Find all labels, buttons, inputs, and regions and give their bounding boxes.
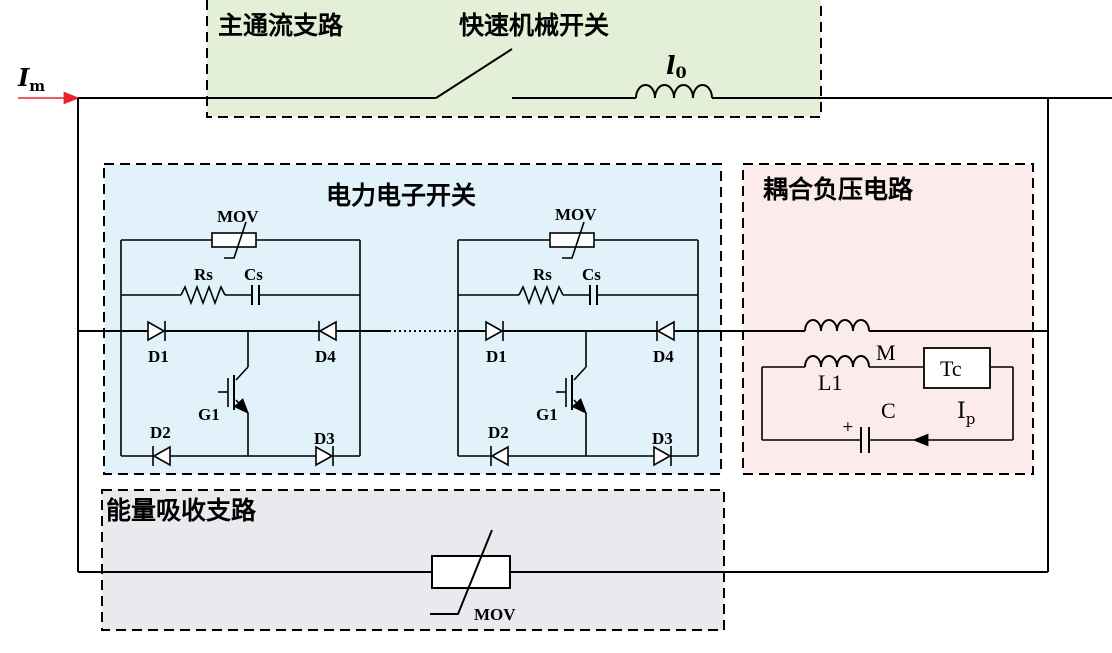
coupling-secondary: [761, 347, 1014, 453]
cell1-mov: [211, 232, 257, 248]
cell1-rs: [180, 284, 226, 306]
cell2-d3-label: D3: [652, 429, 673, 448]
absorb-branch-box: [101, 489, 725, 631]
cell1-d3-label: D3: [314, 429, 335, 448]
cell2-d2-label: D2: [488, 423, 509, 442]
cell1-d1-label: D1: [148, 347, 169, 366]
cell1-mov-label: MOV: [217, 207, 259, 226]
cell2-cs-label: Cs: [582, 265, 601, 284]
inductor-l0-label: l0: [666, 51, 687, 82]
cell1-g1-label: G1: [198, 405, 220, 424]
tc-switch: [923, 347, 991, 389]
inductor-l0: [635, 84, 713, 99]
input-current-label: Im: [17, 63, 45, 95]
coupling-secondary-coil: [804, 355, 870, 368]
power-switch-label: 电力电子开关: [326, 181, 476, 210]
coupling-primary-coil: [804, 319, 870, 332]
main-branch-label: 主通流支路: [218, 11, 344, 40]
fast-switch-blade: [435, 48, 513, 99]
capacitor-plus-label: +: [842, 419, 854, 435]
switch-cell-1: [120, 221, 361, 467]
cell1-d2-label: D2: [150, 423, 171, 442]
coupling-circuit-box: [742, 163, 1034, 475]
fast-switch-label: 快速机械开关: [459, 11, 609, 40]
coupling-circuit-label: 耦合负压电路: [763, 175, 914, 204]
cell2-d4-label: D4: [653, 347, 674, 366]
capacitor-c-label: C: [881, 398, 896, 423]
cell2-mov: [549, 232, 595, 248]
cell2-rs-label: Rs: [533, 265, 552, 284]
mutual-m-label: M: [876, 340, 896, 365]
cell1-cs-label: Cs: [244, 265, 263, 284]
cell2-mov-label: MOV: [555, 205, 597, 224]
l1-label: L1: [818, 370, 842, 395]
power-switch-box: [103, 163, 722, 475]
cell2-g1-label: G1: [536, 405, 558, 424]
switch-cell-2: [457, 221, 699, 467]
tc-label: Tc: [940, 356, 962, 381]
cell1-rs-label: Rs: [194, 265, 213, 284]
cell1-d4-label: D4: [315, 347, 336, 366]
absorb-mov-label: MOV: [474, 605, 516, 624]
cell2-rs: [518, 284, 564, 306]
absorb-branch-label: 能量吸收支路: [106, 496, 257, 525]
ip-label: Ip: [957, 399, 975, 428]
cell2-d1-label: D1: [486, 347, 507, 366]
